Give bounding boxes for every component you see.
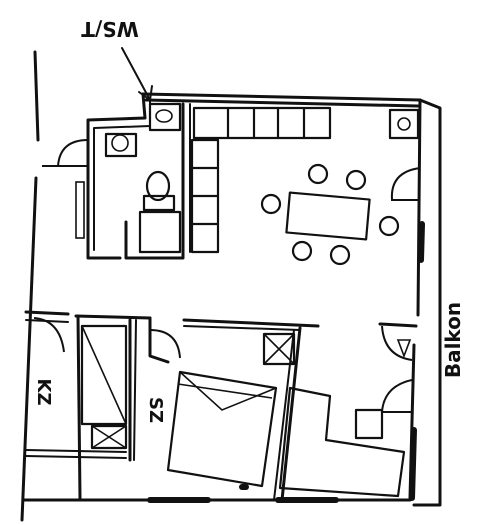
kitchen-counter bbox=[190, 106, 420, 254]
label-wsit: WS/T bbox=[81, 17, 139, 41]
room-study bbox=[278, 322, 418, 498]
room-sz bbox=[148, 316, 320, 502]
outer-walls bbox=[20, 50, 422, 522]
wsit-arrow bbox=[121, 47, 153, 101]
label-sz: SZ bbox=[145, 397, 166, 423]
balcony bbox=[409, 98, 442, 507]
label-balkon: Balkon bbox=[441, 302, 465, 378]
bathroom bbox=[42, 92, 191, 260]
dining-table bbox=[260, 163, 400, 266]
room-kz bbox=[24, 310, 152, 500]
living-door-swing bbox=[390, 167, 421, 201]
label-kz: KZ bbox=[33, 379, 54, 406]
